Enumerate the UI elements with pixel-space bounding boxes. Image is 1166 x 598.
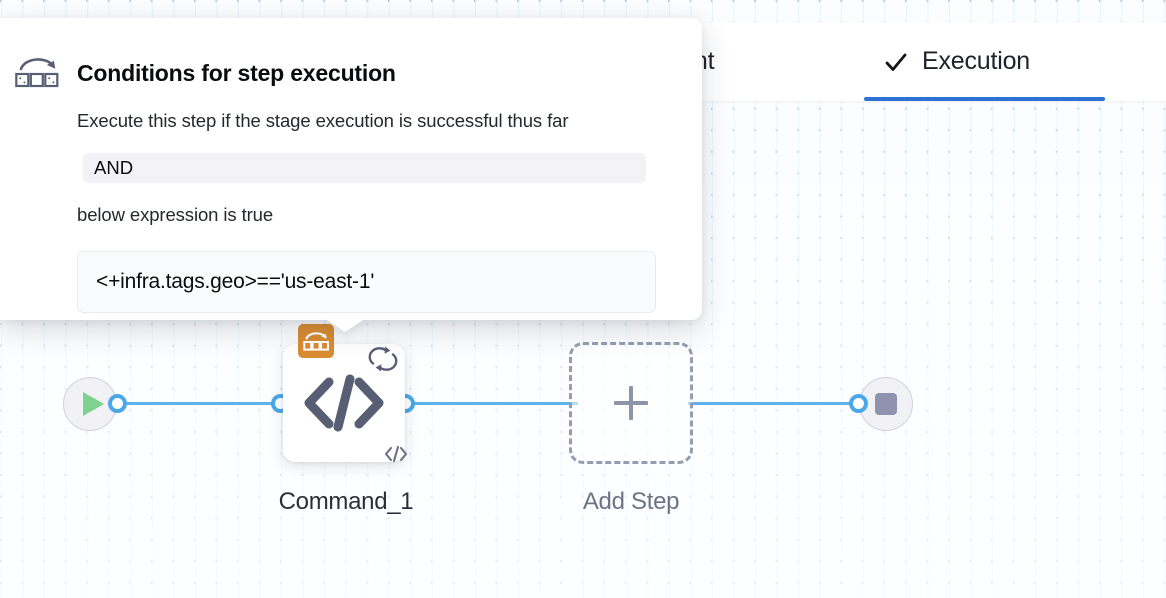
popover-condition-description: Execute this step if the stage execution… [77, 110, 569, 131]
add-step-button[interactable] [569, 342, 693, 464]
tab-execution-label: Execution [922, 47, 1030, 75]
expression-field[interactable]: <+infra.tags.geo>=='us-east-1' [77, 251, 656, 313]
check-icon [884, 50, 908, 74]
port-end-input[interactable] [849, 394, 868, 413]
stop-icon [875, 393, 897, 415]
connector-add-to-end [688, 402, 868, 405]
popover-title: Conditions for step execution [77, 60, 396, 86]
popover-expression-description: below expression is true [77, 204, 274, 225]
step-conditions-popover: Conditions for step execution Execute th… [0, 18, 702, 320]
operator-field[interactable]: AND [83, 153, 646, 183]
popover-arrow [324, 318, 366, 332]
code-small-icon [384, 444, 408, 464]
add-step-label: Add Step [582, 488, 680, 515]
active-tab-indicator [864, 97, 1105, 101]
connector-start-to-command [110, 402, 288, 405]
play-icon [82, 392, 104, 416]
connector-command-to-add [398, 402, 578, 405]
port-start-output[interactable] [108, 394, 127, 413]
expression-value: <+infra.tags.geo>=='us-east-1' [96, 270, 375, 293]
step-node-label-command: Command_1 [278, 488, 414, 515]
retry-loop-icon [366, 344, 400, 374]
operator-value: AND [94, 157, 134, 178]
tab-execution[interactable]: Execution [884, 22, 1030, 101]
command-step-icon [14, 54, 60, 90]
plus-icon [614, 386, 648, 420]
